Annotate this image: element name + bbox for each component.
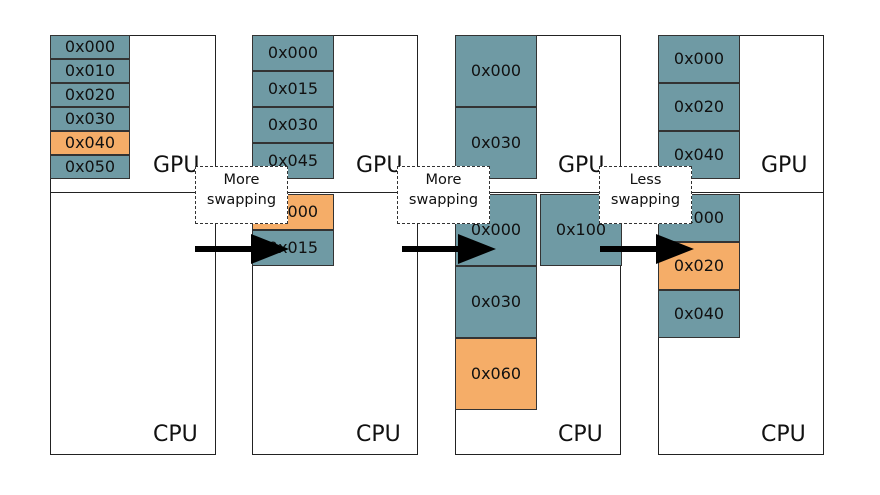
gpu-cpu-divider	[455, 192, 621, 193]
gpu-cpu-divider	[50, 192, 216, 193]
gpu-block: 0x020	[50, 83, 130, 107]
gpu-block: 0x000	[50, 35, 130, 59]
gpu-label: GPU	[356, 153, 403, 178]
gpu-label: GPU	[761, 153, 808, 178]
gpu-label: GPU	[153, 153, 200, 178]
gpu-block: 0x020	[658, 83, 740, 131]
transition-note: More swapping	[195, 166, 288, 224]
gpu-block: 0x015	[252, 71, 334, 107]
cpu-block: 0x040	[658, 290, 740, 338]
gpu-block: 0x040	[658, 131, 740, 179]
gpu-block: 0x000	[658, 35, 740, 83]
note-line: More	[223, 172, 260, 188]
gpu-block: 0x050	[50, 155, 130, 179]
right-arrow-icon	[402, 234, 496, 264]
note-line: Less	[629, 172, 662, 188]
note-line: swapping	[206, 192, 277, 208]
gpu-block: 0x030	[252, 107, 334, 143]
cpu-block-swapped: 0x060	[455, 338, 537, 410]
gpu-block: 0x010	[50, 59, 130, 83]
transition-note: Less swapping	[599, 166, 692, 224]
right-arrow-icon	[195, 234, 289, 264]
note-line: More	[425, 172, 462, 188]
cpu-label: CPU	[761, 422, 806, 447]
cpu-label: CPU	[558, 422, 603, 447]
gpu-block-swapped: 0x040	[50, 131, 130, 155]
note-line: swapping	[610, 192, 681, 208]
note-line: swapping	[408, 192, 479, 208]
transition-note: More swapping	[397, 166, 490, 224]
gpu-block: 0x000	[455, 35, 537, 107]
gpu-cpu-divider	[658, 192, 824, 193]
gpu-block: 0x030	[50, 107, 130, 131]
cpu-label: CPU	[153, 422, 198, 447]
gpu-block: 0x000	[252, 35, 334, 71]
gpu-label: GPU	[558, 153, 605, 178]
right-arrow-icon	[600, 234, 694, 264]
gpu-cpu-divider	[252, 192, 418, 193]
cpu-label: CPU	[356, 422, 401, 447]
cpu-block: 0x030	[455, 266, 537, 338]
